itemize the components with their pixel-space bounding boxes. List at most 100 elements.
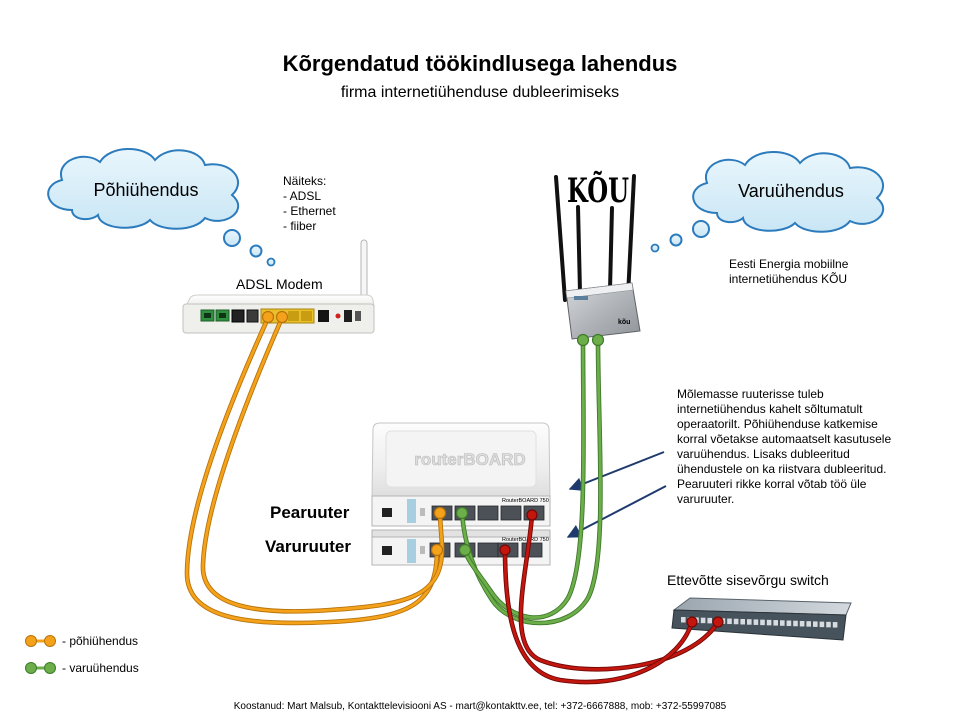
main-router-label: Pearuuter [270, 503, 350, 522]
legend-backup-dot [44, 662, 56, 674]
lan-cable-backup-router [503, 548, 694, 684]
primary-connection-cloud: Põhiühendus [47, 148, 276, 267]
switch-port [826, 621, 831, 628]
router-model: RouterBOARD 750 [502, 498, 549, 504]
cable-connectors [261, 310, 724, 628]
lan-connector [686, 616, 698, 628]
primary-connector [433, 506, 447, 520]
power-jack [382, 546, 392, 555]
examples-item: - ADSL [283, 189, 321, 203]
legend-backup-dot [25, 662, 37, 674]
note-arrow-main-router [568, 451, 665, 491]
thought-bubble-small [266, 257, 276, 267]
reset-button [420, 546, 425, 554]
antenna-icon [576, 205, 582, 294]
kou-description: Eesti Energia mobiilne internetiühendus … [729, 257, 849, 286]
switch-port [727, 618, 732, 625]
power-jack [355, 311, 361, 321]
backup-connector [591, 333, 605, 347]
kou-status-light [574, 296, 588, 300]
legend-primary-dot [25, 635, 37, 647]
routerboard-top-panel [385, 430, 537, 488]
lan-cables [502, 512, 721, 685]
switch-port [681, 617, 686, 623]
examples-list: Näiteks: - ADSL - Ethernet - fiiber [283, 174, 336, 233]
primary-cable-to-backup-router [185, 316, 439, 625]
legend-primary-dot [44, 635, 56, 647]
primary-connector [430, 543, 444, 557]
switch-port [707, 617, 712, 624]
primary-cable-to-main-router [201, 316, 444, 613]
thought-bubble-large [692, 220, 710, 238]
backup-connection-label: Varuühendus [738, 181, 844, 201]
routerboard-brand: routerBOARD [414, 450, 525, 469]
lan-port [288, 311, 299, 321]
lan-cable-main-router [519, 513, 720, 671]
switch-label: Ettevõtte sisevõrgu switch [667, 572, 829, 588]
backup-connector [458, 543, 472, 557]
kou-description-line: Eesti Energia mobiilne [729, 257, 849, 271]
cloud-icon [692, 151, 885, 233]
kou-router-front-strip [565, 282, 634, 299]
examples-heading: Näiteks: [283, 174, 326, 188]
switch-port [799, 620, 805, 627]
backup-connector [455, 506, 469, 520]
lan-connector [712, 616, 724, 628]
examples-item: - Ethernet [283, 204, 336, 218]
page-subtitle: firma internetiühenduse dubleerimiseks [341, 84, 619, 101]
dsl-port [231, 309, 245, 323]
ethernet-port [500, 505, 522, 521]
note-line: operaatorilt. Põhiühenduse katkemise [677, 417, 878, 431]
phone-port-inner [219, 313, 226, 318]
switch-port [786, 620, 792, 627]
switch-port [819, 621, 825, 628]
cloud-icon [47, 148, 240, 230]
antenna-icon [554, 175, 567, 302]
backup-cable-to-backup-router [463, 339, 585, 619]
ethernet-port [477, 505, 499, 521]
note-line: korral võetakse automaatselt kasutusele [677, 432, 891, 446]
legend-backup-label: - varuühendus [62, 661, 139, 675]
primary-cables [184, 315, 445, 626]
switch-port [700, 617, 706, 624]
switch-port [766, 619, 772, 626]
note-line: ühendustele on ka riistvara dubleeritud. [677, 462, 886, 476]
switch-port [806, 621, 811, 627]
note-line: varuruuter. [677, 492, 734, 506]
reset-button [335, 313, 341, 319]
antenna-icon [626, 174, 636, 298]
legend-primary-label: - põhiühendus [62, 634, 138, 648]
power-jack [382, 508, 392, 517]
backup-cables [459, 338, 603, 626]
modem-label: ADSL Modem [236, 276, 323, 292]
switch-port [813, 621, 818, 627]
switch-port [793, 620, 798, 627]
thought-bubble-large [223, 229, 241, 247]
phone-port-inner [204, 313, 211, 318]
primary-connector [261, 310, 275, 324]
legend-primary: - põhiühendus [25, 634, 138, 648]
kou-logo: KÕU [567, 170, 629, 211]
company-lan-switch [671, 597, 852, 641]
lan-connector [526, 509, 538, 521]
primary-connection-label: Põhiühendus [93, 180, 198, 200]
routerboard-stack: routerBOARD RouterBOARD 750 RouterBOARD … [371, 422, 551, 566]
switch-port [832, 622, 838, 628]
switch-port [747, 619, 752, 625]
kou-device-badge: kõu [618, 319, 630, 326]
note-line: Mõlemasse ruuterisse tuleb [677, 387, 824, 401]
switch-port [733, 618, 739, 625]
ethernet-port [477, 542, 499, 558]
legend-backup: - varuühendus [25, 661, 139, 675]
switch-port [753, 619, 759, 625]
primary-connector [275, 310, 289, 324]
antenna-icon [608, 206, 614, 292]
switch-port [760, 619, 765, 626]
footer-credits: Koostanud: Mart Malsub, Kontakttelevisio… [234, 701, 727, 712]
status-led-strip [407, 499, 416, 523]
switch-port [740, 618, 745, 625]
kou-mobile-router: KÕU kõu [554, 170, 641, 340]
wan-port [318, 310, 329, 322]
power-switch [344, 310, 352, 322]
